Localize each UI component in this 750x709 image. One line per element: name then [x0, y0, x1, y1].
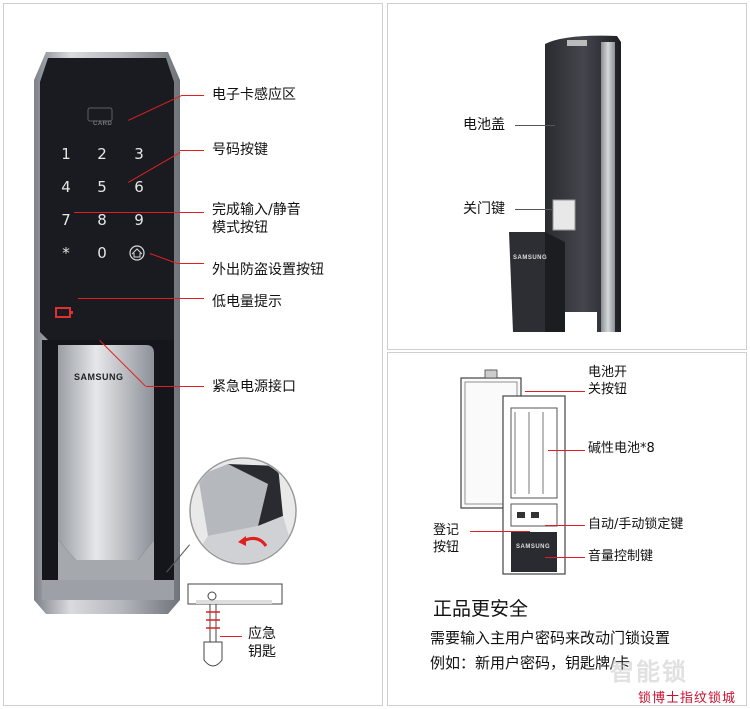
- battery-compartment-illustration: [460, 369, 566, 575]
- watermark-text: 锁博士指纹锁城: [638, 691, 737, 706]
- emergency-key-icon: [187, 583, 283, 667]
- label-close-door-key: 关门键: [463, 201, 505, 217]
- key-1[interactable]: 1: [61, 145, 71, 163]
- emergency-key-detail: [189, 457, 297, 565]
- label-alkaline-battery: 碱性电池*8: [588, 441, 655, 456]
- callout-line: [515, 125, 555, 126]
- callout-line: [182, 95, 204, 96]
- brand-logo: SAMSUNG: [74, 372, 124, 382]
- label-emergency-key-1: 应急: [248, 626, 276, 642]
- key-7[interactable]: 7: [61, 211, 71, 229]
- callout-line: [74, 212, 204, 213]
- label-card-reader: 电子卡感应区: [212, 87, 296, 103]
- label-emergency-key-2: 钥匙: [248, 644, 276, 660]
- callout-line: [470, 531, 530, 532]
- key-4[interactable]: 4: [61, 178, 71, 196]
- callout-line: [548, 450, 585, 451]
- label-volume-control: 音量控制键: [588, 549, 654, 564]
- promo-title: 正品更安全: [433, 598, 529, 620]
- key-2[interactable]: 2: [97, 145, 107, 163]
- callout-line: [146, 386, 204, 387]
- promo-line-2: 例如：新用户密码，钥匙牌/卡: [430, 654, 631, 672]
- label-register-2: 按钮: [433, 540, 460, 555]
- callout-line: [78, 298, 204, 299]
- door-lock-side-illustration: [509, 35, 621, 333]
- callout-line: [525, 391, 585, 392]
- left-panel: [3, 3, 383, 706]
- label-emergency-power: 紧急电源接口: [212, 379, 296, 395]
- brand-logo-side: SAMSUNG: [513, 255, 548, 261]
- callout-line: [545, 557, 585, 558]
- callout-line: [180, 150, 204, 151]
- callout-line: [178, 263, 204, 264]
- promo-line-1: 需要输入主用户密码来改动门锁设置: [430, 629, 671, 647]
- key-6[interactable]: 6: [134, 178, 144, 196]
- label-complete-mute: 完成输入/静音: [212, 202, 301, 218]
- key-5[interactable]: 5: [97, 178, 107, 196]
- bottom-right-panel: [387, 352, 747, 706]
- label-battery-cover: 电池盖: [463, 117, 505, 133]
- label-auto-manual-lock: 自动/手动锁定键: [588, 517, 684, 532]
- label-register-1: 登记: [433, 523, 460, 538]
- key-0[interactable]: 0: [97, 244, 107, 262]
- top-right-panel: [387, 3, 747, 350]
- key-9[interactable]: 9: [134, 211, 144, 229]
- label-battery-switch-1: 电池开: [588, 365, 628, 380]
- watermark-ghost: 智能锁: [610, 658, 688, 686]
- card-zone-label: CARD: [93, 121, 113, 127]
- brand-logo-back: SAMSUNG: [516, 544, 551, 550]
- label-away-security: 外出防盗设置按钮: [212, 262, 324, 278]
- key-8[interactable]: 8: [97, 211, 107, 229]
- door-lock-front-illustration: [34, 52, 180, 614]
- label-mode-button: 模式按钮: [212, 220, 268, 236]
- key-star[interactable]: *: [62, 244, 70, 262]
- label-low-battery: 低电量提示: [212, 294, 282, 310]
- label-number-keys: 号码按键: [212, 142, 268, 158]
- callout-line: [515, 209, 553, 210]
- label-battery-switch-2: 关按钮: [588, 382, 628, 397]
- callout-line: [545, 525, 585, 526]
- callout-line: [220, 636, 242, 637]
- key-3[interactable]: 3: [134, 145, 144, 163]
